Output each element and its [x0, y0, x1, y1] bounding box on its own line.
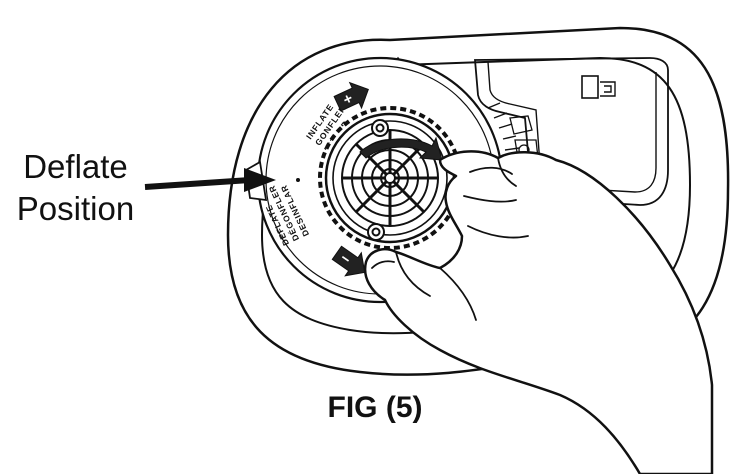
callout-label-deflate: Deflate	[23, 148, 128, 185]
side-bay-outline	[474, 57, 669, 206]
knob-screw-bosses	[367, 119, 389, 241]
figure-caption: FIG (5)	[327, 391, 423, 424]
deflate-position-dot	[296, 178, 300, 182]
callout-label-position: Position	[16, 190, 135, 227]
latch-slot	[581, 75, 599, 99]
hand-illustration	[363, 150, 714, 474]
rotation-arrow-icon	[359, 136, 443, 161]
callout-arrow-shaft	[144, 177, 251, 190]
latch-clip	[600, 81, 616, 97]
hand-finger-lines	[371, 157, 529, 321]
valve-center-hub	[384, 172, 396, 184]
deflate-minus-arrow-icon: −	[331, 245, 366, 277]
callout-arrow-head	[244, 168, 276, 192]
inflate-plus-arrow-icon: +	[333, 81, 369, 112]
